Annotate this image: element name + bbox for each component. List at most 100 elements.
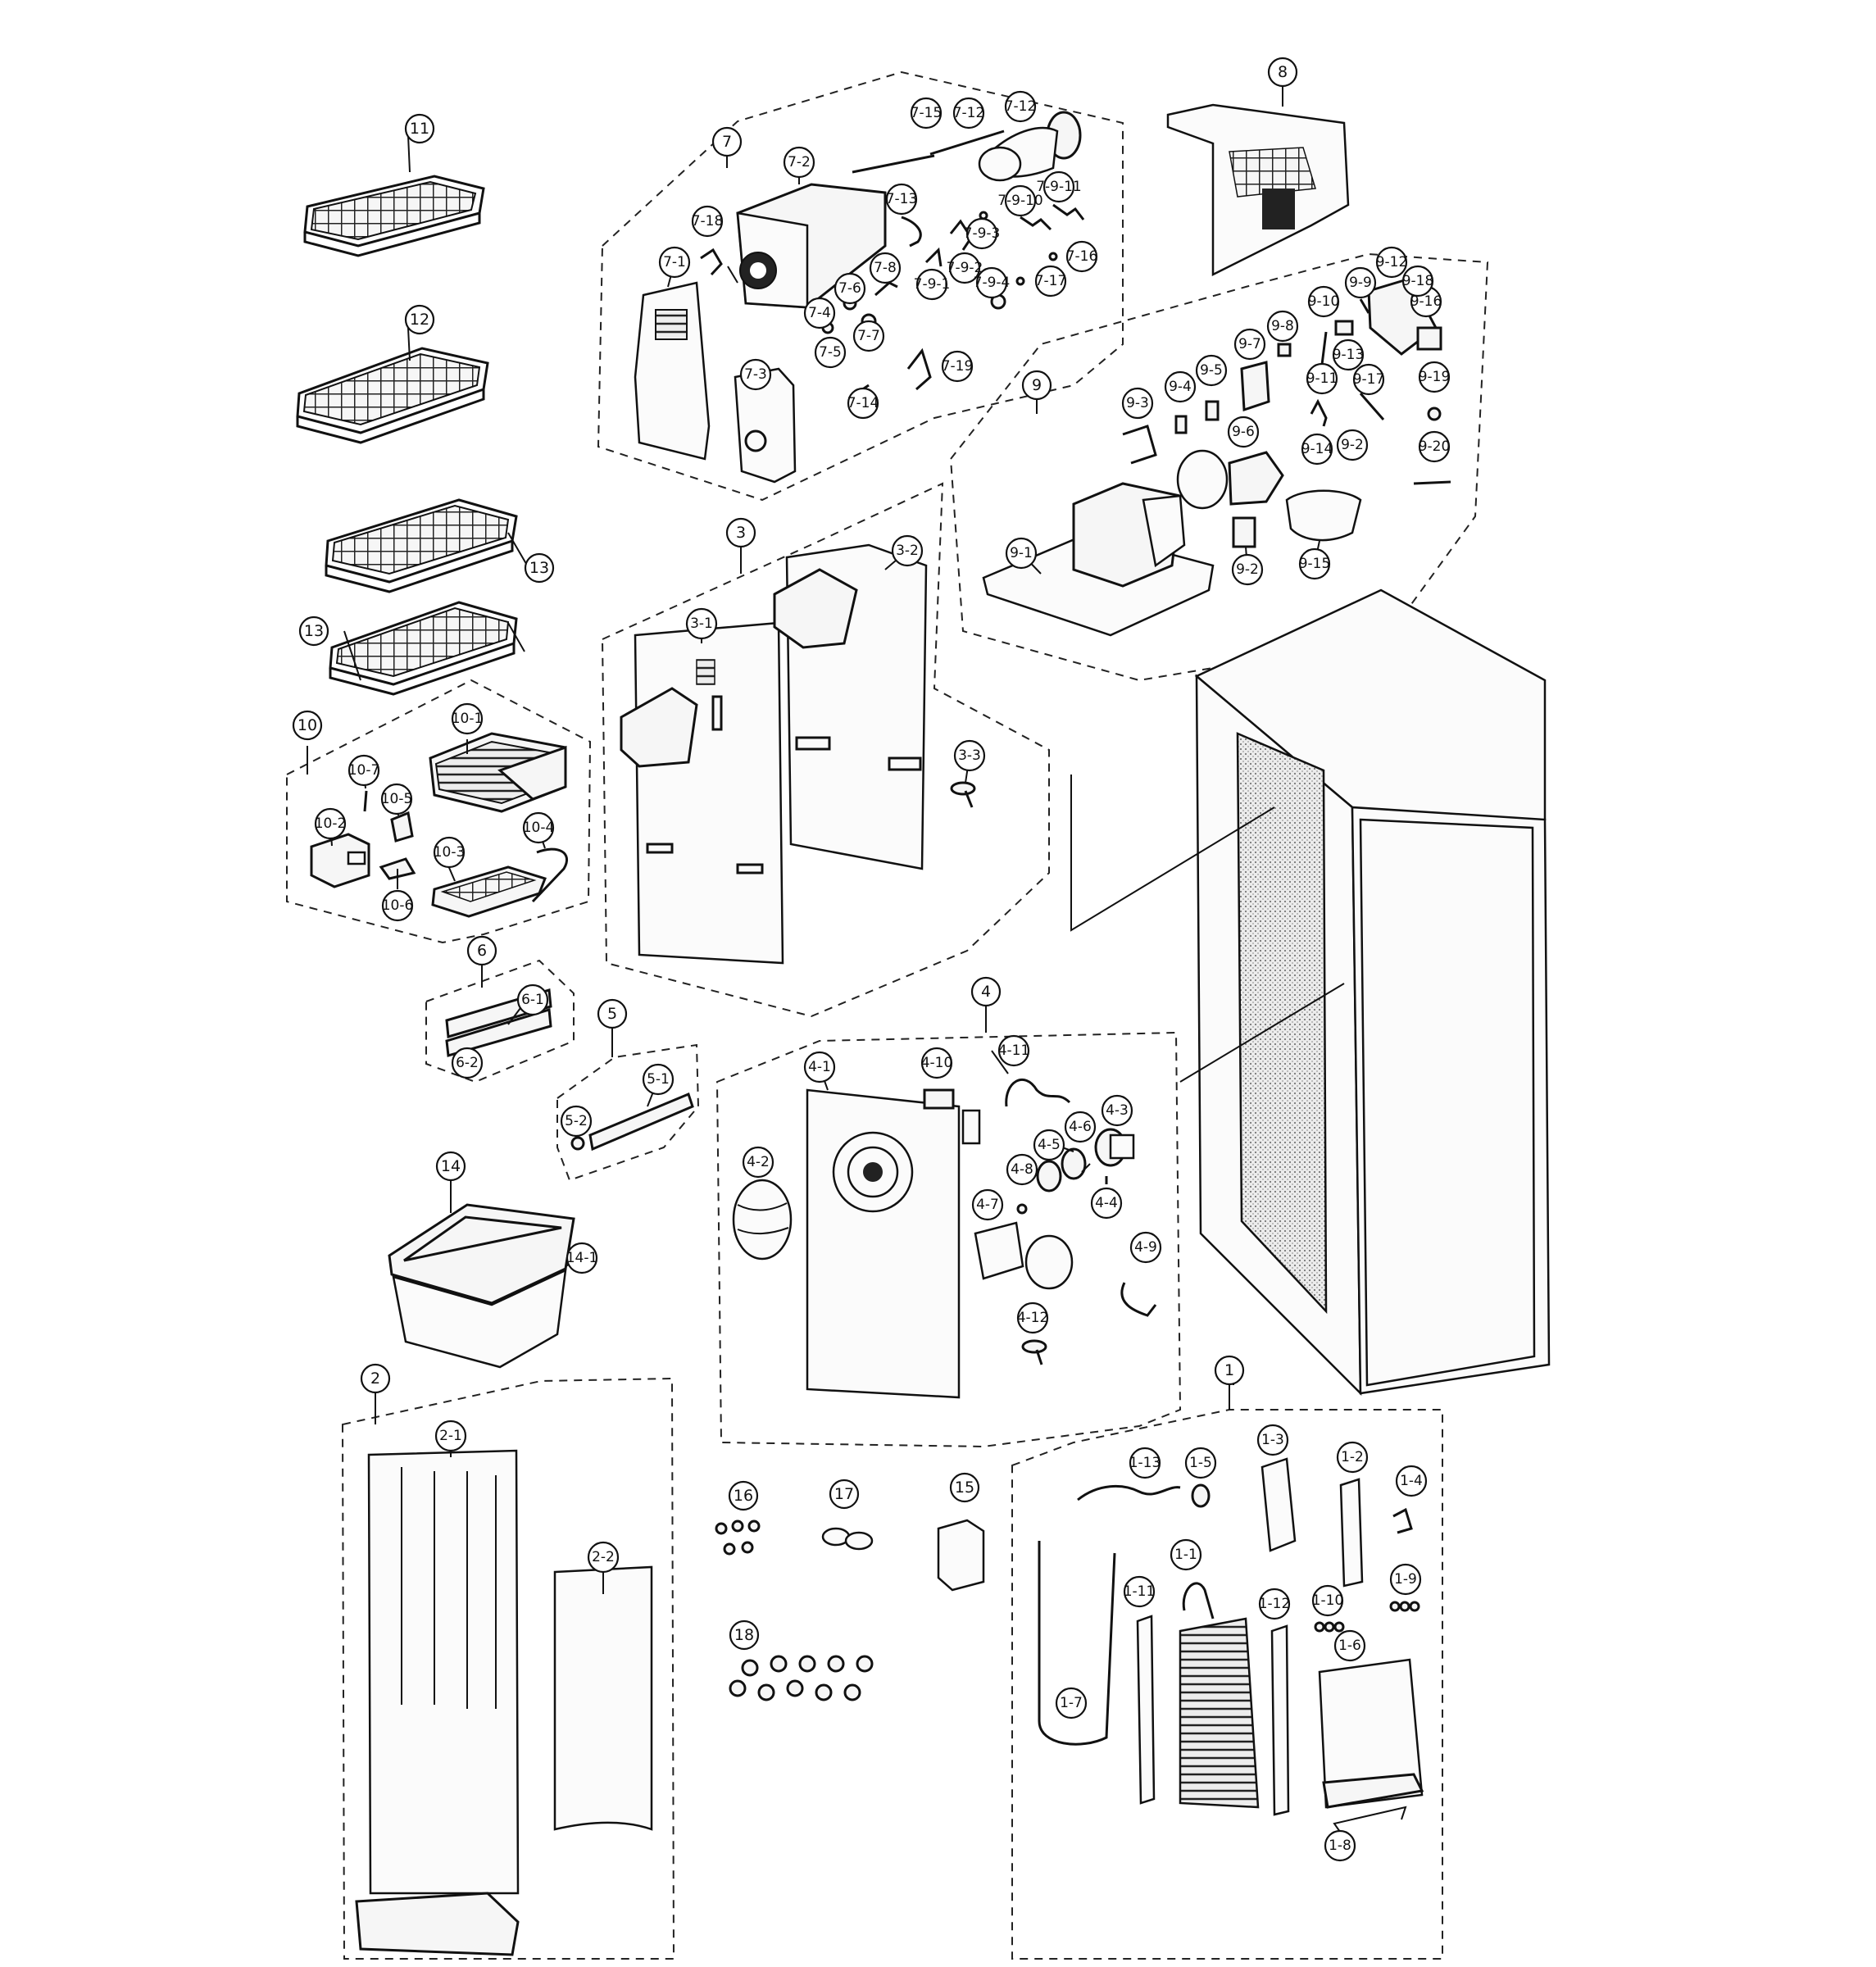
callout-10-7[interactable]: 10-7 [348, 754, 380, 787]
callout-9-13[interactable]: 9-13 [1333, 338, 1365, 371]
callout-9-15[interactable]: 9-15 [1299, 547, 1331, 580]
callout-9-4[interactable]: 9-4 [1164, 370, 1197, 403]
callout-1-7[interactable]: 1-7 [1055, 1687, 1088, 1719]
callout-6[interactable]: 6 [466, 935, 497, 966]
callout-1-5[interactable]: 1-5 [1184, 1447, 1217, 1479]
callout-7-12-auger[interactable]: 7-12 [1005, 90, 1037, 123]
callout-1-10[interactable]: 1-10 [1312, 1584, 1344, 1617]
callout-7-18[interactable]: 7-18 [692, 205, 724, 238]
part-5-1-rail[interactable] [588, 1092, 694, 1152]
shelf-13-upper[interactable] [325, 498, 518, 593]
callout-7-9-2[interactable]: 7-9-2 [947, 252, 983, 284]
part-4-10-connector[interactable] [923, 1088, 955, 1110]
part-4-2-fan-blade[interactable] [732, 1179, 793, 1261]
part-10-7-screw[interactable] [363, 790, 368, 812]
callout-1-4[interactable]: 1-4 [1395, 1465, 1428, 1497]
callout-7-1[interactable]: 7-1 [658, 246, 691, 279]
callout-4-7[interactable]: 4-7 [971, 1188, 1004, 1221]
part-7-1-duct-cover[interactable] [634, 281, 711, 461]
callout-9-17[interactable]: 9-17 [1353, 363, 1385, 396]
part-7-12-rod[interactable] [929, 129, 1005, 156]
part-7-9-2-link[interactable] [949, 219, 973, 251]
callout-1-11[interactable]: 1-11 [1124, 1575, 1156, 1608]
part-4-1-fan-bracket[interactable] [806, 1088, 981, 1399]
callout-4[interactable]: 4 [970, 976, 1002, 1007]
part-14-vegetable-drawer[interactable] [388, 1203, 575, 1369]
callout-1-1[interactable]: 1-1 [1170, 1538, 1202, 1571]
part-4-3-fan-motor[interactable] [1094, 1128, 1135, 1167]
callout-13-right[interactable]: 13 [524, 552, 555, 584]
callout-9-2-hinge[interactable]: 9-2 [1231, 553, 1264, 586]
callout-1-13[interactable]: 1-13 [1129, 1447, 1161, 1479]
part-9-9-pin[interactable] [1359, 298, 1370, 314]
callout-5[interactable]: 5 [597, 998, 628, 1029]
callout-7-9-1[interactable]: 7-9-1 [914, 268, 951, 301]
callout-9-1[interactable]: 9-1 [1005, 537, 1038, 570]
part-9-15-bracket[interactable] [1285, 489, 1362, 542]
shelf-11[interactable] [303, 175, 485, 257]
part-2-1-side-panel[interactable] [355, 1449, 520, 1956]
part-1-6-drain-cover[interactable] [1318, 1658, 1424, 1809]
callout-10-2[interactable]: 10-2 [315, 807, 347, 840]
callout-7-15[interactable]: 7-15 [911, 97, 943, 129]
callout-9-7[interactable]: 9-7 [1233, 328, 1266, 361]
callout-18[interactable]: 18 [729, 1619, 760, 1651]
part-7-12-auger[interactable] [978, 111, 1082, 182]
part-9-3-bracket[interactable] [1122, 425, 1157, 465]
callout-2-2[interactable]: 2-2 [587, 1541, 620, 1574]
callout-9-3[interactable]: 9-3 [1121, 387, 1154, 420]
callout-6-2[interactable]: 6-2 [451, 1047, 484, 1079]
part-16-screws[interactable] [715, 1520, 761, 1556]
part-9-6-motor[interactable] [1176, 449, 1284, 510]
callout-7-9-11[interactable]: 7-9-11 [1036, 170, 1082, 203]
callout-1-3[interactable]: 1-3 [1256, 1424, 1289, 1456]
part-10-2-ice-maker-body[interactable] [310, 833, 370, 888]
part-9-7-switch[interactable] [1240, 361, 1270, 412]
part-1-13-harness[interactable] [1077, 1484, 1181, 1501]
part-9-4-spring[interactable] [1174, 415, 1188, 434]
part-9-14-clip[interactable] [1310, 398, 1328, 427]
part-7-3-motor-housing[interactable] [734, 367, 797, 484]
callout-8[interactable]: 8 [1267, 57, 1298, 88]
callout-7-14[interactable]: 7-14 [847, 387, 879, 420]
part-9-10-screw[interactable] [1320, 331, 1328, 366]
part-4-11-harness[interactable] [1005, 1079, 1071, 1107]
callout-4-4[interactable]: 4-4 [1090, 1187, 1123, 1220]
callout-1-9[interactable]: 1-9 [1389, 1563, 1422, 1596]
part-1-10-clips[interactable] [1314, 1621, 1345, 1633]
callout-6-1[interactable]: 6-1 [516, 984, 549, 1016]
callout-9-11[interactable]: 9-11 [1306, 362, 1338, 395]
part-7-8-arm[interactable] [874, 281, 898, 297]
part-1-2-cover[interactable] [1339, 1478, 1364, 1588]
part-4-6-rotor[interactable] [1061, 1147, 1087, 1180]
callout-9-9[interactable]: 9-9 [1344, 266, 1377, 299]
part-9-2-hinge[interactable] [1232, 516, 1256, 548]
part-9-20-screw[interactable] [1413, 480, 1451, 485]
part-1-5-thermistor[interactable] [1191, 1483, 1211, 1508]
callout-2-1[interactable]: 2-1 [434, 1420, 467, 1452]
part-1-9-clips[interactable] [1389, 1601, 1420, 1612]
callout-7-3[interactable]: 7-3 [739, 358, 772, 391]
part-7-9-10-spring[interactable] [1020, 216, 1052, 231]
part-9-17-rod[interactable] [1359, 393, 1385, 420]
callout-1-8[interactable]: 1-8 [1324, 1829, 1356, 1862]
callout-17[interactable]: 17 [829, 1479, 860, 1510]
callout-9-14[interactable]: 9-14 [1301, 433, 1333, 466]
shelf-12[interactable] [296, 347, 489, 444]
part-9-8-cap[interactable] [1277, 343, 1292, 357]
part-4-9-harness[interactable] [1120, 1282, 1157, 1317]
callout-7-17[interactable]: 7-17 [1035, 265, 1067, 298]
part-2-2-insulation-sheet[interactable] [553, 1565, 653, 1831]
callout-7-9-4[interactable]: 7-9-4 [974, 266, 1011, 299]
callout-7-8[interactable]: 7-8 [869, 252, 902, 284]
part-3-3-screw[interactable] [950, 781, 976, 808]
part-7-9-3-pin[interactable] [979, 211, 988, 220]
part-7-9-1-link[interactable] [924, 247, 943, 267]
part-1-11-heater[interactable] [1136, 1615, 1156, 1805]
callout-7-9-3[interactable]: 7-9-3 [964, 217, 1001, 250]
part-9-13-knob[interactable] [1334, 320, 1354, 336]
callout-1-2[interactable]: 1-2 [1336, 1441, 1369, 1474]
callout-10[interactable]: 10 [292, 710, 323, 741]
part-1-12-heater[interactable] [1270, 1624, 1290, 1816]
callout-7-5[interactable]: 7-5 [814, 336, 847, 369]
